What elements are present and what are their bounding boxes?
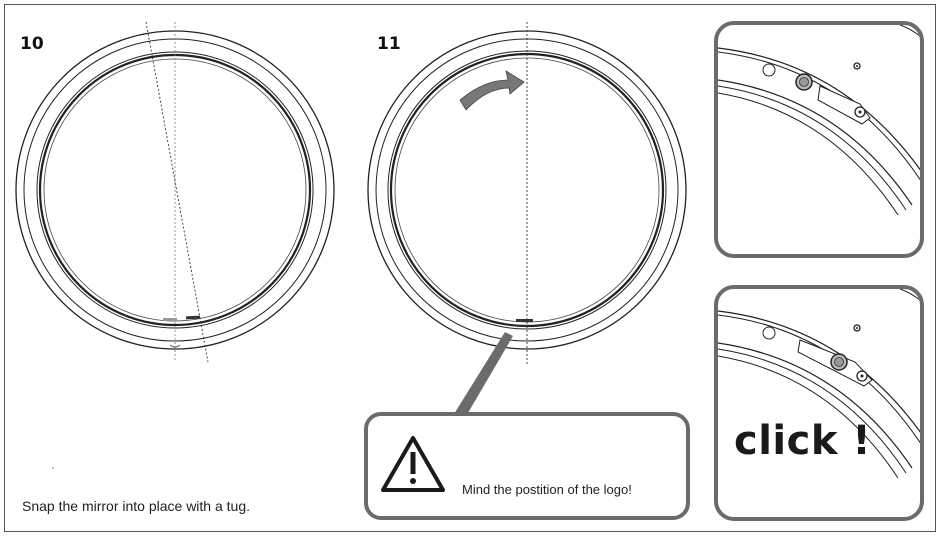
- step-number-10: 10: [20, 34, 44, 54]
- callout-pointer: [454, 332, 513, 418]
- warning-text: Mind the postition of the logo!: [462, 482, 632, 497]
- step10-mirror: [15, 21, 335, 469]
- detail-view-after: [714, 285, 924, 521]
- step11-mirror: [367, 22, 687, 365]
- step-number-11: 11: [377, 34, 401, 54]
- warning-callout: [364, 412, 690, 520]
- instruction-panel: [4, 4, 936, 532]
- warning-triangle-icon: [381, 436, 445, 492]
- detail-view-before: [714, 21, 924, 258]
- instruction-caption: Snap the mirror into place with a tug.: [22, 498, 251, 514]
- click-label: click !: [734, 418, 872, 464]
- rotation-arrow-icon: [459, 70, 525, 111]
